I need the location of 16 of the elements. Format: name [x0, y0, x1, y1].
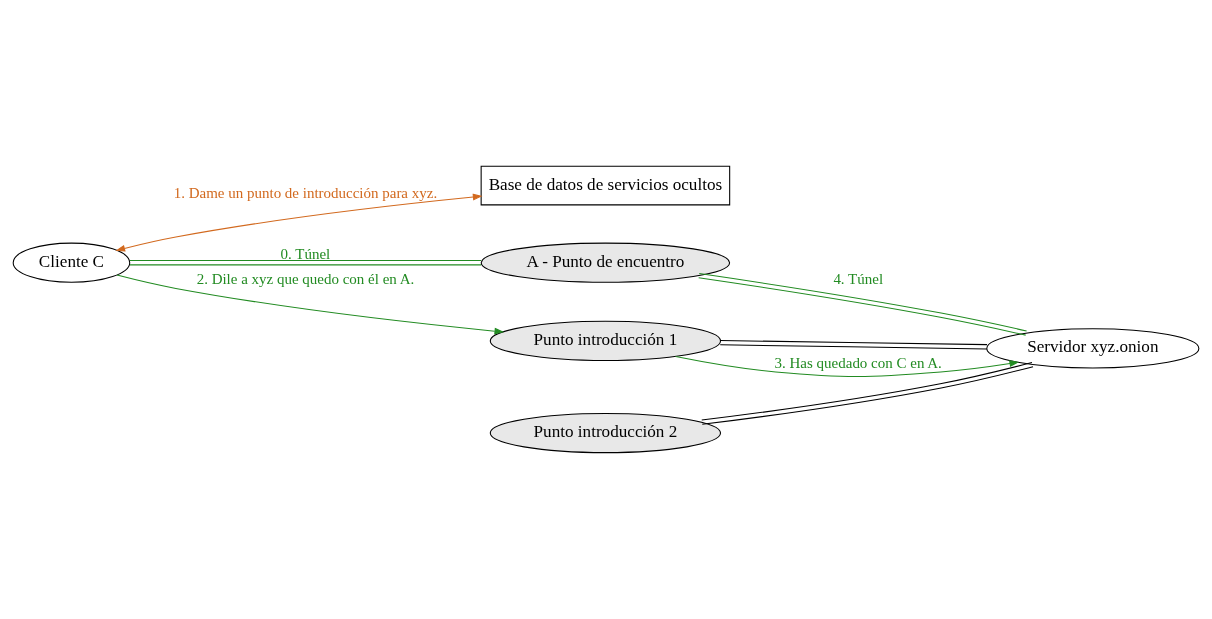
arrow — [115, 193, 483, 252]
edge-label: 1. Dame un punto de introducción para xyz. — [173, 184, 438, 201]
edge-label: 2. Dile a xyz que quedo con él en A. — [196, 271, 415, 288]
node-box: Base de datos de servicios ocultos — [480, 165, 731, 206]
edge-label: 4. Túnel — [833, 271, 884, 288]
edge-label: 3. Has quedado con C en A. — [774, 354, 942, 371]
arrow — [116, 274, 505, 335]
connector — [698, 273, 1028, 336]
arrow — [675, 356, 1020, 378]
node-ellipse: Punto introducción 1 — [489, 320, 722, 361]
connector — [129, 260, 482, 266]
edge-label: 0. Túnel — [280, 245, 331, 262]
node-ellipse: Punto introducción 2 — [489, 412, 722, 454]
connector — [701, 362, 1034, 425]
node-ellipse: A - Punto de encuentro — [480, 242, 731, 283]
connector — [719, 339, 988, 350]
